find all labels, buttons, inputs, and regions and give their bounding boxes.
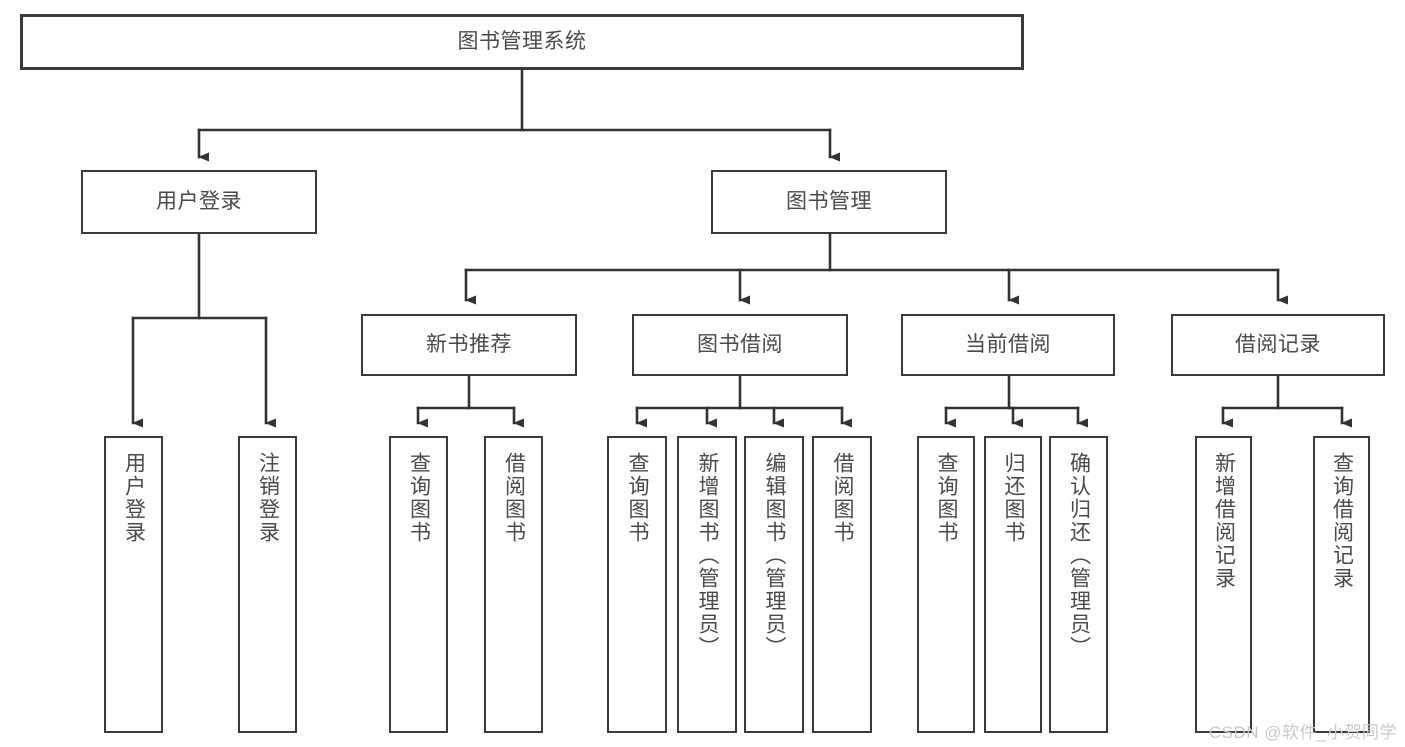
node-root-label: 图书管理系统 <box>457 29 587 53</box>
node-borrow-record-label: 借阅记录 <box>1235 332 1321 356</box>
leaf-current-return-book[interactable]: 归还图书 <box>984 436 1042 733</box>
node-book-management[interactable]: 图书管理 <box>711 170 947 234</box>
leaf-user-login-signin[interactable]: 用户登录 <box>104 436 163 733</box>
leaf-current-query-book[interactable]: 查询图书 <box>917 436 975 733</box>
node-current-borrow[interactable]: 当前借阅 <box>901 314 1115 376</box>
node-new-book-recommend-label: 新书推荐 <box>426 332 512 356</box>
leaf-new-book-query-label: 查询图书 <box>407 452 431 544</box>
leaf-record-add-label: 新增借阅记录 <box>1212 452 1236 590</box>
node-user-login[interactable]: 用户登录 <box>81 170 317 234</box>
leaf-borrow-add-book[interactable]: 新增图书（管理员） <box>677 436 737 733</box>
leaf-current-confirm-return-label: 确认归还（管理员） <box>1067 452 1091 659</box>
csdn-watermark: CSDN @软件_小贺同学 <box>1208 723 1397 742</box>
leaf-current-confirm-return[interactable]: 确认归还（管理员） <box>1049 436 1108 733</box>
node-borrow-record[interactable]: 借阅记录 <box>1171 314 1385 376</box>
leaf-current-return-book-label: 归还图书 <box>1002 452 1026 544</box>
leaf-record-query-label: 查询借阅记录 <box>1330 452 1354 590</box>
leaf-new-book-borrow[interactable]: 借阅图书 <box>484 436 543 733</box>
leaf-user-login-signout[interactable]: 注销登录 <box>238 436 297 733</box>
leaf-new-book-query[interactable]: 查询图书 <box>389 436 448 733</box>
leaf-new-book-borrow-label: 借阅图书 <box>502 452 526 544</box>
leaf-borrow-borrow-book[interactable]: 借阅图书 <box>812 436 872 733</box>
node-new-book-recommend[interactable]: 新书推荐 <box>361 314 577 376</box>
leaf-borrow-query-book[interactable]: 查询图书 <box>607 436 667 733</box>
leaf-record-query[interactable]: 查询借阅记录 <box>1313 436 1370 733</box>
node-book-borrow-label: 图书借阅 <box>697 332 783 356</box>
node-root[interactable]: 图书管理系统 <box>20 14 1024 70</box>
leaf-user-login-signout-label: 注销登录 <box>256 452 280 544</box>
leaf-borrow-add-book-label: 新增图书（管理员） <box>696 452 720 659</box>
leaf-current-query-book-label: 查询图书 <box>935 452 959 544</box>
leaf-user-login-signin-label: 用户登录 <box>122 452 146 544</box>
node-current-borrow-label: 当前借阅 <box>965 332 1051 356</box>
node-book-borrow[interactable]: 图书借阅 <box>632 314 848 376</box>
leaf-borrow-edit-book[interactable]: 编辑图书（管理员） <box>744 436 804 733</box>
leaf-borrow-edit-book-label: 编辑图书（管理员） <box>763 452 787 659</box>
leaf-borrow-query-book-label: 查询图书 <box>626 452 650 544</box>
node-user-login-label: 用户登录 <box>156 189 242 213</box>
leaf-record-add[interactable]: 新增借阅记录 <box>1195 436 1252 733</box>
node-book-management-label: 图书管理 <box>786 189 872 213</box>
leaf-borrow-borrow-book-label: 借阅图书 <box>831 452 855 544</box>
